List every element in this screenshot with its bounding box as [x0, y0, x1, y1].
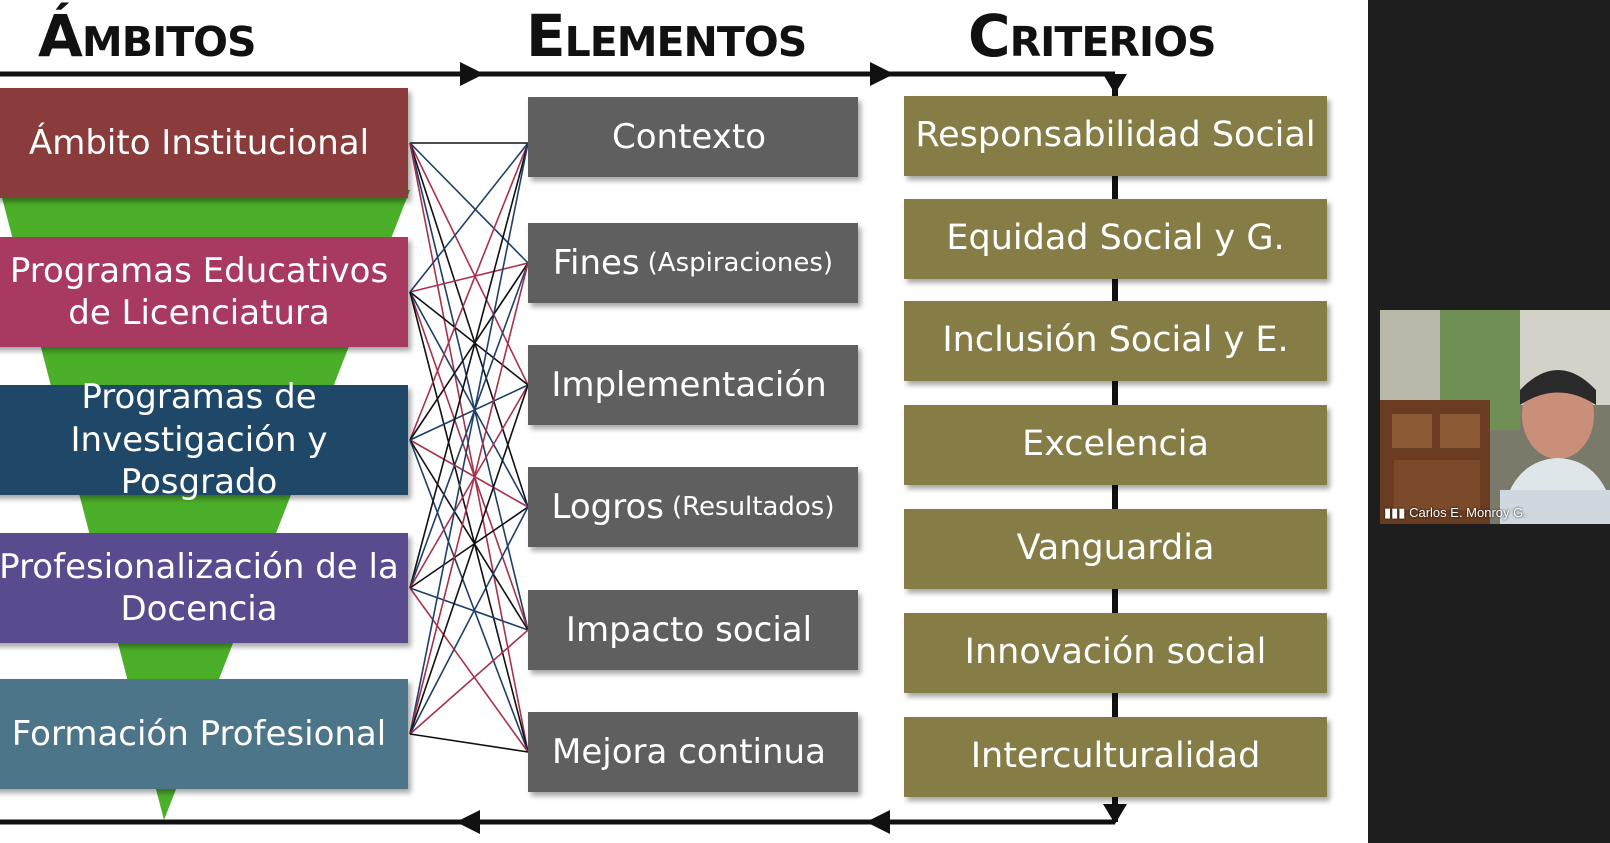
elemento-mejora: Mejora continua: [528, 712, 858, 792]
bottom-arrow-head: [456, 810, 480, 834]
connector-line: [410, 292, 528, 385]
heading-ambitos: Ámbitos: [38, 2, 256, 70]
criterio-vanguardia: Vanguardia: [904, 509, 1327, 589]
top-arrow-head: [870, 62, 894, 86]
connector-line: [410, 143, 528, 385]
connector-line: [410, 143, 528, 440]
ambito-posgrado: Programas de Investigación y Posgrado: [0, 385, 408, 495]
ambito-label: Programas Educativos de Licenciatura: [0, 250, 408, 335]
participant-name: Carlos E. Monroy G.: [1409, 505, 1527, 520]
connector-lines: [410, 143, 528, 752]
elemento-label: Logros: [552, 486, 664, 529]
ambito-formacion: Formación Profesional: [0, 679, 408, 789]
criterio-innovacion: Innovación social: [904, 613, 1327, 693]
elemento-label: Implementación: [551, 364, 826, 407]
criterio-excelencia: Excelencia: [904, 405, 1327, 485]
ambito-licenciatura: Programas Educativos de Licenciatura: [0, 237, 408, 347]
bottom-arrow-head: [866, 810, 890, 834]
participant-video-feed: [1380, 310, 1610, 524]
presentation-slide: Ámbitos Elementos Criterios Ámbito Insti…: [0, 0, 1368, 843]
elemento-label: Mejora continua: [552, 731, 826, 774]
criterio-responsabilidad: Responsabilidad Social: [904, 96, 1327, 176]
ambito-label: Programas de Investigación y Posgrado: [0, 376, 408, 504]
ambito-docencia: Profesionalización de la Docencia: [0, 533, 408, 643]
elemento-contexto: Contexto: [528, 97, 858, 177]
elemento-impacto: Impacto social: [528, 590, 858, 670]
elemento-label: Contexto: [612, 116, 766, 159]
signal-bars-icon: ▮▮▮: [1384, 505, 1405, 520]
connector-line: [410, 263, 528, 292]
ambito-institucional: Ámbito Institucional: [0, 88, 408, 198]
elemento-label: Fines: [553, 242, 640, 285]
criterio-equidad: Equidad Social y G.: [904, 199, 1327, 279]
participant-video-tile[interactable]: ▮▮▮ Carlos E. Monroy G.: [1380, 310, 1610, 524]
criterio-inclusion: Inclusión Social y E.: [904, 301, 1327, 381]
ambito-label: Formación Profesional: [12, 713, 386, 756]
ambito-label: Ámbito Institucional: [29, 122, 369, 165]
right-arrow-head: [1103, 74, 1127, 94]
connector-line: [410, 734, 528, 752]
elemento-logros: Logros(Resultados): [528, 467, 858, 547]
connector-line: [410, 263, 528, 588]
elemento-note: (Resultados): [672, 491, 835, 524]
connector-line: [410, 143, 528, 263]
top-arrow-head: [460, 62, 484, 86]
criterio-interculturalidad: Interculturalidad: [904, 717, 1327, 797]
elemento-label: Impacto social: [566, 609, 812, 652]
heading-elementos: Elementos: [526, 2, 806, 70]
participant-name-label: ▮▮▮ Carlos E. Monroy G.: [1384, 505, 1527, 521]
connector-line: [410, 440, 528, 630]
heading-criterios: Criterios: [968, 2, 1216, 70]
ambito-label: Profesionalización de la Docencia: [0, 546, 408, 631]
elemento-note: (Aspiraciones): [648, 247, 833, 280]
elemento-implementacion: Implementación: [528, 345, 858, 425]
connector-line: [410, 292, 528, 630]
connector-line: [410, 588, 528, 752]
elemento-fines: Fines(Aspiraciones): [528, 223, 858, 303]
